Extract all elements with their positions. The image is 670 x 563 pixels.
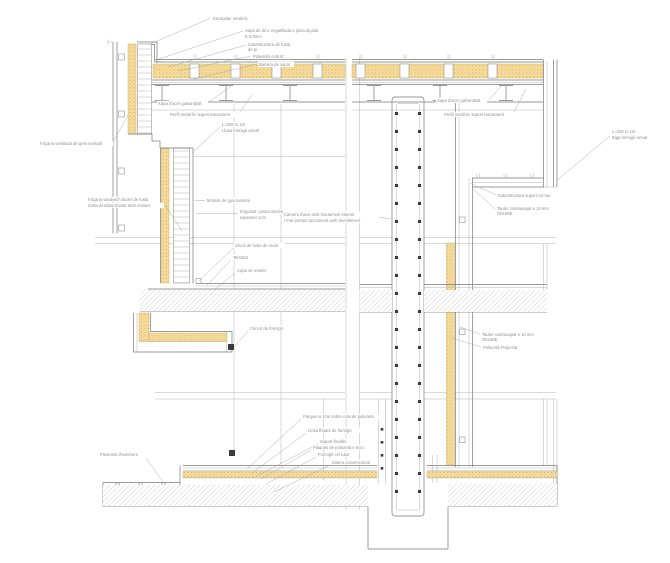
- label-suport-flexible: Suport flexible: [320, 439, 347, 444]
- label-facana-sandwich: Façana sandwich tauler de fusta: [88, 197, 149, 202]
- label-facana-sandwich-2: d'alta densitat tractat amb resines: [88, 203, 150, 208]
- label-subestructura-fusta: Subestructura de fusta: [248, 42, 291, 47]
- label-perfil-metallic-dreta: Perfil metàl·lic suport tancament: [444, 112, 505, 117]
- facade-wall-left: [107, 39, 345, 284]
- label-xapa-zinc-gruix: E:0,8mm: [245, 34, 262, 39]
- label-tauler-inferior-2: OKUME: [482, 337, 498, 342]
- label-poliestire-extruit: Poliestirè extruït: [253, 54, 284, 59]
- wall-insulation-upper: [127, 43, 137, 135]
- label-enguixat: Enguixat i pintat interior: [240, 209, 284, 214]
- label-enguixat-2: espessor 1cm: [240, 215, 267, 220]
- wall-boards-lower: [173, 147, 190, 284]
- label-paviment-exteriors: Paviment d'exteriors: [100, 452, 138, 457]
- label-tauler-inferior: Tauler contraxapat e 10 mm: [482, 332, 534, 337]
- wall-boards-upper: [137, 43, 152, 135]
- roof-insulation-left: [152, 63, 346, 79]
- label-socol-roure: Sòcol de fusta de roure: [235, 243, 279, 248]
- ground-floor: [102, 399, 558, 550]
- suspended-ceiling-right: [472, 173, 544, 188]
- label-camera-aire-2: i mur portant tancament amb revestiment: [284, 218, 361, 223]
- floor-slab-middle-right: [359, 244, 558, 507]
- floor-insulation-right: [426, 471, 558, 478]
- label-llosa-flotant: Llosa flotant de formigó: [308, 428, 352, 433]
- label-facana-ventilada: Façana ventilada de gres extrudit: [40, 141, 103, 146]
- roof-slab-right: [351, 54, 558, 188]
- label-cercol-formigo: Cèrcol de formigó: [250, 326, 284, 331]
- label-parquet: Parquet e 2cm sobre cola de poliuretà: [303, 414, 374, 419]
- leader-lines: [112, 17, 611, 493]
- floor-slab-middle-left: [133, 278, 345, 353]
- label-masks: [39, 15, 653, 466]
- central-column: [391, 96, 425, 517]
- wall-insulation-lower: [160, 147, 170, 284]
- grid-lines: [233, 58, 360, 510]
- label-biga-dreta-dim: L=326 to 1m: [612, 129, 636, 134]
- label-xapa-zinc: Xapa de Zinc engatillada a junta alçada: [245, 28, 319, 33]
- label-tauler-superior-2: OKUME: [497, 211, 513, 216]
- label-llosa-esquerra: Llosa formigó armat: [222, 128, 260, 133]
- label-barrera-vapor: Barrera de vapor: [259, 62, 291, 67]
- label-capa-morter: Capa de morter: [237, 268, 267, 273]
- label-formigo-cellular: Formigó cel·lular: [318, 452, 350, 457]
- label-poliureta-projectat: Poliuretà Projectat: [483, 345, 518, 350]
- ground-slab-left: [103, 485, 368, 507]
- skirting-block: [195, 278, 202, 284]
- floor-insulation-left: [182, 471, 378, 478]
- label-subestructura-fusta-2: de pi: [248, 47, 257, 52]
- label-moduls-guix: Mòduls de guix laminat: [207, 198, 251, 203]
- label-perfil-metallic-esquerra: Perfil metàl·lic suport tancament: [170, 112, 231, 117]
- label-plaques-poliureta: Plaques de poliuretà e 5cm: [313, 445, 364, 450]
- ground-slab-right: [448, 483, 557, 507]
- label-escopidor-metallic: Escopidor metàl·lic: [213, 16, 248, 21]
- label-camera-aire: Càmera d'aire amb tractament interior: [284, 212, 355, 217]
- label-tauler-superior: Tauler contraxapat e 10 mm: [497, 206, 549, 211]
- break-lines: [95, 237, 556, 400]
- label-biga-dreta: Biga formigó armat: [612, 135, 648, 140]
- label-terratzo: Terratzo: [233, 255, 249, 260]
- roof-slab-left: [137, 41, 346, 111]
- label-suport-cel-ras: Subestructura suport cel ras: [498, 193, 550, 198]
- label-xapa-acer-esquerra: Xapa d'acer galvanitzat: [158, 101, 202, 106]
- annotation-labels: Escopidor metàl·lic Xapa de Zinc engatil…: [40, 16, 648, 465]
- steel-beams-left: [155, 85, 297, 101]
- label-solera: Solera convencional: [332, 460, 370, 465]
- label-llosa-esquerra-dim: L=326 to 1m: [222, 122, 246, 127]
- sprayed-foam-strip: [446, 242, 455, 466]
- anchor-markers: [228, 344, 235, 456]
- label-xapa-acer-dreta: Xapa d'acer galvanitzat: [437, 98, 481, 103]
- concrete-slab-hatch: [140, 289, 345, 312]
